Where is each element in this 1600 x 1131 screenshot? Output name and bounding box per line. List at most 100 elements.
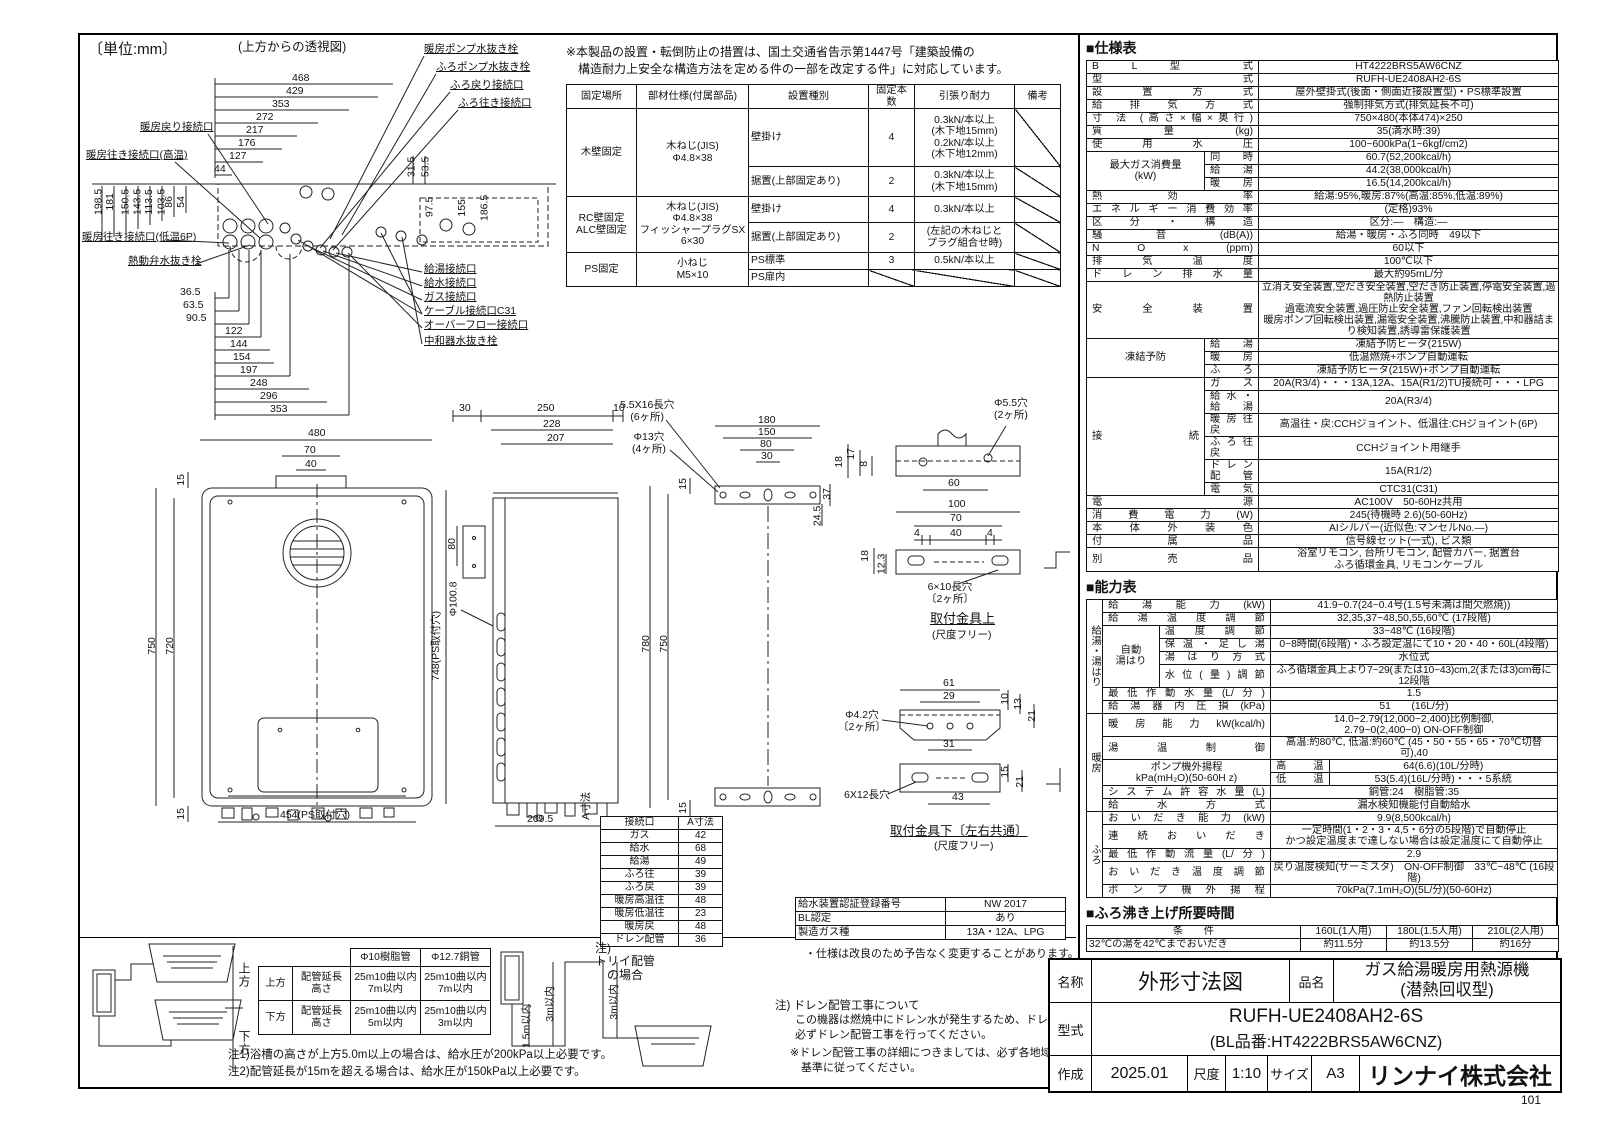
dim-label: 429 bbox=[286, 85, 304, 97]
cell bbox=[1014, 269, 1061, 287]
cell: 暖房低温往 bbox=[600, 907, 679, 921]
dim-label: A寸法 bbox=[580, 791, 593, 820]
cell: 25m10曲以内 7m以内 bbox=[350, 966, 421, 1001]
row-label: 別 売 品 bbox=[1085, 547, 1260, 572]
cell bbox=[293, 949, 351, 967]
row-label: 消 費 電 力 (W) bbox=[1085, 508, 1260, 523]
row-label: ポ ン プ 機 外 揚 程 bbox=[1102, 883, 1271, 898]
dim-label: 122 bbox=[225, 325, 243, 337]
cell bbox=[1014, 166, 1061, 197]
page-number: 101 bbox=[1521, 1093, 1542, 1107]
dim-label: 15 bbox=[676, 478, 689, 490]
cell bbox=[868, 269, 915, 287]
side-view-linework bbox=[452, 410, 624, 827]
row-value: 凍結予防ヒータ(215W) bbox=[1258, 337, 1560, 352]
title-block-row: 型式 RUFH-UE2408AH2-6S (BL品番:HT4222BRS5AW6… bbox=[1050, 1003, 1560, 1056]
cell: 暖房戻 bbox=[600, 920, 679, 934]
row-value: RUFH-UE2408AH2-6S bbox=[1258, 73, 1560, 87]
drain-note-title: 注) ドレン配管工事について bbox=[775, 1000, 920, 1012]
hole-callout: 5.5X16長穴 (6ヶ所) bbox=[620, 399, 675, 423]
dim-label: 480 bbox=[308, 427, 326, 439]
size-value: A3 bbox=[1312, 1056, 1360, 1091]
dim-label: 180 bbox=[758, 414, 776, 426]
cell: 壁掛け bbox=[748, 196, 869, 223]
cell: 39 bbox=[678, 881, 723, 895]
dim-label: 21 bbox=[1025, 710, 1038, 722]
side-view: 30 250 10 228 207 80 Φ100.8 209.5 A寸法 bbox=[445, 398, 643, 834]
dim-label: 780 bbox=[639, 635, 652, 653]
title-block-row: 名称 外形寸法図 品名 ガス給湯暖房用熱源機 (潜熱回収型) bbox=[1050, 960, 1560, 1003]
dim-label: 207 bbox=[547, 432, 565, 444]
row-sublabel: ド レ ン 配 管 bbox=[1203, 459, 1260, 484]
front-view: 480 70 40 15 750 720 15 748(PS取付穴) 454(P… bbox=[130, 418, 470, 828]
cell: 暖房高温往 bbox=[600, 894, 679, 908]
dim-label: 29 bbox=[943, 690, 955, 702]
bracket-top-caption: 取付金具上 bbox=[930, 611, 996, 626]
section-divider bbox=[80, 937, 1076, 938]
row-sublabel: 温 度 調 節 bbox=[1158, 624, 1271, 639]
cell bbox=[1014, 196, 1061, 223]
row-value: 区分:― 構造:― bbox=[1258, 216, 1560, 230]
dim-label: 100 bbox=[948, 498, 966, 510]
row-label: 使 用 水 圧 bbox=[1085, 138, 1260, 152]
cell: 48 bbox=[678, 920, 723, 934]
row-value: 2.9 bbox=[1269, 847, 1559, 862]
row-label: 自動 湯はり bbox=[1102, 624, 1160, 688]
dim-label: 353 bbox=[272, 98, 290, 110]
row-label: ポンプ機外揚程 kPa(mH₂O)(50-60H z) bbox=[1102, 759, 1271, 787]
cell: RC壁固定 ALC壁固定 bbox=[566, 196, 637, 253]
row-label: 質 量 (kg) bbox=[1085, 125, 1260, 139]
row-label: 付 属 品 bbox=[1085, 534, 1260, 549]
dim-label: 454(PS取付穴) bbox=[280, 809, 351, 821]
row-label: 騒 音 (dB(A)) bbox=[1085, 229, 1260, 243]
dim-label: 748(PS取付穴) bbox=[430, 610, 443, 681]
bath-height-note: 注1)浴槽の高さが上方5.0m以上の場合は、給水圧が200kPa以上必要です。 bbox=[228, 1049, 613, 1061]
row-label: 最低作動水量(L/分) bbox=[1102, 686, 1271, 701]
dim-label: 44 bbox=[214, 163, 226, 175]
column-header: 条 件 bbox=[1086, 924, 1301, 939]
row-value: 最大約95mL/分 bbox=[1258, 268, 1560, 282]
dim-label: 15 bbox=[676, 802, 689, 814]
cell: 据置(上部固定あり) bbox=[748, 222, 869, 253]
dim-label: 10 bbox=[613, 402, 625, 414]
cell: 下方 bbox=[258, 1000, 293, 1035]
row-value: AIシルバー(近似色:マンセルNo.―) bbox=[1258, 521, 1560, 536]
cell: 木壁固定 bbox=[566, 108, 637, 197]
cell: 給水 bbox=[600, 842, 679, 856]
row-label: 最低作動流量(L/分) bbox=[1102, 847, 1271, 862]
company-name: リンナイ株式会社 bbox=[1368, 1062, 1552, 1089]
row-label: エネルギー消費効率 bbox=[1085, 203, 1260, 217]
row-value: 浴室リモコン, 台所リモコン, 配管カバー, 据置台 ふろ循環金具, リモコンケ… bbox=[1258, 547, 1560, 572]
row-label: 熱 効 率 bbox=[1085, 190, 1260, 204]
dim-label: 61 bbox=[943, 677, 955, 689]
row-label: 給水装置認証登録番号 bbox=[795, 897, 946, 912]
row-value: 14.0~2.79(12,000~2,400)比例制御, 2.79~0(2,40… bbox=[1269, 712, 1559, 738]
row-value: 一定時間(1・2・3・4,5・6分の5段階)で自動停止 かつ設定温度まで達しない… bbox=[1269, 824, 1559, 849]
cell: 25m10曲以内 3m以内 bbox=[420, 1000, 491, 1035]
creation-date: 2025.01 bbox=[1092, 1056, 1188, 1091]
capacity-table-title: ■能力表 bbox=[1086, 578, 1137, 595]
row-sublabel: ガ ス bbox=[1203, 376, 1260, 391]
cell: 68 bbox=[678, 842, 723, 856]
column-header: 備考 bbox=[1014, 84, 1061, 109]
dim-label: 43 bbox=[952, 791, 964, 803]
dim-label: 1.5m以内 bbox=[520, 1003, 533, 1049]
row-value: ふろ循環金具上より7~29(または10~43)cm,2(または3)cm毎に12段… bbox=[1269, 663, 1559, 688]
row-label: 型 式 bbox=[1085, 73, 1260, 87]
row-value: 35(満水時:39) bbox=[1258, 125, 1560, 139]
cell: 0.5kN/本以上 bbox=[914, 252, 1015, 270]
upward-label: 上方 bbox=[237, 962, 251, 988]
row-value: 13A・12A、LPG bbox=[945, 925, 1066, 940]
dim-label: 31.5 bbox=[405, 156, 418, 178]
row-sublabel: 給 水 ・ 給 湯 bbox=[1203, 389, 1260, 414]
cell: 木ねじ(JIS) Φ4.8×38 bbox=[636, 108, 749, 197]
cell: 給湯 bbox=[600, 855, 679, 869]
cell bbox=[914, 269, 1015, 287]
row-value: 9.9(8,500kcal/h) bbox=[1269, 811, 1559, 826]
dim-label: 113.5 bbox=[142, 189, 155, 215]
dim-label: 86 bbox=[162, 196, 175, 208]
row-value: 0~8時間(6段階)・ふろ設定温にて10・20・40・60L(4段階) bbox=[1269, 637, 1559, 652]
spec-change-note: ・仕様は改良のため予告なく変更することがあります。 bbox=[805, 948, 1079, 960]
